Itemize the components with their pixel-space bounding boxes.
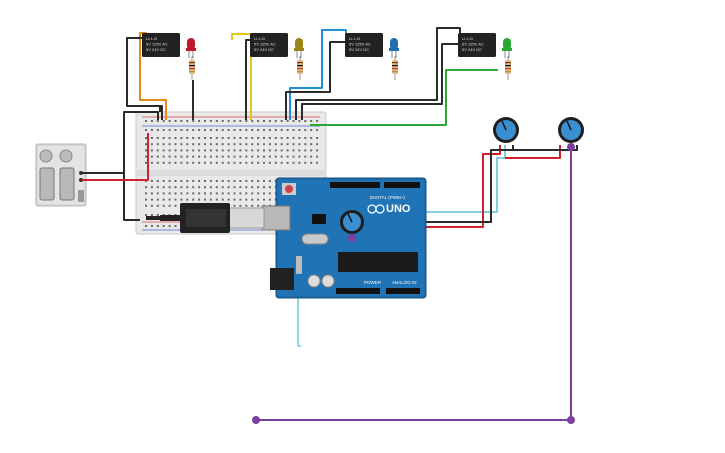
relay-label: 5V 125V AC [146, 42, 168, 47]
relay-label: 5V 24V DC [146, 47, 166, 52]
arduino-power-label: POWER [364, 280, 382, 285]
resistor-icon[interactable] [189, 56, 195, 80]
potentiometer-knob-icon[interactable] [558, 117, 584, 151]
led-icon[interactable] [186, 38, 196, 58]
relay-label: 5V 125V AC [462, 42, 484, 47]
relay-label: Lt-1-B [146, 36, 157, 41]
arduino-analog-label: ANALOG IN [392, 280, 417, 285]
relay-label: 5V 24V DC [254, 47, 274, 52]
relay-label: Lt-1-B [462, 36, 473, 41]
relay-label: Lt-1-B [349, 36, 360, 41]
potentiometer-knob-icon[interactable] [340, 210, 364, 242]
arduino-digital-label: DIGITAL (PWM~) [370, 195, 405, 200]
wire-endpoint[interactable] [567, 416, 575, 424]
relay-label: 5V 24V DC [462, 47, 482, 52]
relay-label: 5V 125V AC [349, 42, 371, 47]
resistor-icon[interactable] [392, 56, 398, 80]
wire-endpoint[interactable] [252, 416, 260, 424]
potentiometer-knob-icon[interactable] [493, 117, 519, 143]
resistor-icon[interactable] [505, 56, 511, 80]
usb-plug-icon[interactable] [146, 203, 265, 233]
relay-label: 5V 24V DC [349, 47, 369, 52]
led-icon[interactable] [389, 38, 399, 58]
resistor-icon[interactable] [297, 56, 303, 80]
relay-label: Lt-1-B [254, 36, 265, 41]
led-icon[interactable] [294, 38, 304, 58]
arduino-uno-board[interactable]: UNO DIGITAL (PWM~) POWER ANALOG IN [261, 177, 427, 299]
relay-label: 5V 125V AC [254, 42, 276, 47]
power-supply-icon[interactable] [35, 143, 87, 207]
arduino-model-label: UNO [386, 203, 411, 215]
led-icon[interactable] [502, 38, 512, 58]
